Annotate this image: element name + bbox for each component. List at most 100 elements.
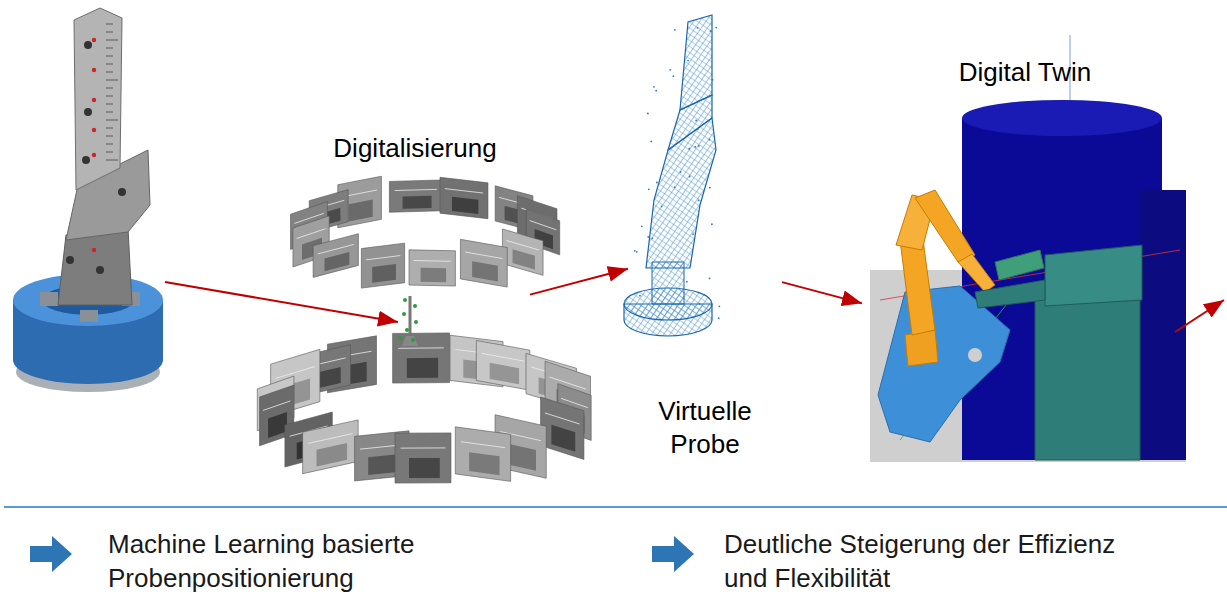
object-base (402, 336, 418, 346)
cloud-point (648, 188, 650, 190)
photo-frame (541, 397, 584, 459)
photo-detail (551, 425, 575, 452)
photo-frame (440, 177, 488, 218)
robot-link (905, 330, 938, 366)
photo-detail (401, 447, 446, 448)
cloud-point (715, 27, 717, 29)
scanned-object (398, 296, 418, 346)
camera-point (411, 338, 415, 342)
flow-arrow (1175, 300, 1224, 332)
ruler-tick (106, 136, 113, 137)
divider-line (4, 506, 1227, 508)
ruler-tick (106, 144, 113, 145)
photo-frame (389, 180, 442, 212)
photo-detail (268, 412, 287, 438)
ruler-tick (106, 64, 113, 65)
blade-hole (82, 156, 90, 164)
measuring-spindle (975, 280, 1045, 308)
camera-point (413, 304, 417, 308)
cloud-point (661, 206, 663, 208)
cloud-point (688, 148, 690, 150)
ruler-tick (106, 56, 113, 57)
marker-dot (92, 68, 96, 72)
photo-frame (502, 229, 543, 275)
ruler-tick (106, 96, 113, 97)
camera-point (403, 298, 407, 302)
cloud-point (647, 236, 649, 238)
cloud-point (694, 146, 696, 148)
photo-frame (460, 239, 507, 287)
photo-frame (361, 243, 404, 288)
photo-detail (482, 353, 525, 361)
ruler-tick (106, 80, 118, 81)
cloud-point (636, 251, 638, 253)
measuring-head (1045, 245, 1142, 306)
cloud-point (711, 223, 713, 225)
photo-detail (395, 189, 437, 190)
chuck-jaw (80, 310, 98, 322)
marker-dot (92, 98, 96, 102)
chuck-jaw (40, 292, 58, 306)
sample-photo (13, 8, 163, 392)
ruler-tick (106, 24, 113, 25)
cloud-point (672, 75, 674, 77)
node-heading: Digitalisierung (333, 132, 496, 165)
cloud-point (680, 171, 682, 173)
photo-detail (472, 261, 498, 281)
robot-base-plate (878, 286, 1010, 442)
robot-link (915, 190, 975, 262)
ruler-tick (106, 120, 118, 121)
photo-detail (409, 458, 440, 478)
cloud-point (718, 317, 720, 319)
ruler-tick (106, 48, 113, 49)
photo-detail (407, 358, 438, 378)
bullet-arrow (652, 536, 694, 572)
photo-detail (368, 454, 398, 475)
blade-hole (96, 266, 104, 274)
cloud-point (697, 128, 699, 130)
photo-detail (461, 442, 505, 448)
ruler-tick (106, 88, 113, 89)
photo-detail (414, 260, 451, 262)
photo-detail (469, 452, 499, 475)
photo-frame (455, 427, 510, 482)
marker-dot (92, 128, 96, 132)
photo-frame (409, 250, 455, 286)
marker-dot (92, 38, 96, 42)
cloud-blade-upper (680, 15, 712, 110)
photo-detail (530, 221, 557, 230)
cloud-point (699, 303, 701, 305)
node-heading: Digital Twin (959, 56, 1091, 89)
figure-node: Virtuelle Probe (628, 12, 782, 464)
blade-hole (84, 41, 92, 49)
cloud-point (674, 186, 676, 188)
cloud-point (698, 199, 700, 201)
photo-detail (465, 252, 502, 259)
photo-detail (545, 413, 580, 424)
ruler-tick (106, 72, 113, 73)
flow-arrow (530, 269, 628, 295)
cloud-point (692, 233, 694, 235)
ruler-tick (106, 104, 113, 105)
cloud-point (718, 305, 720, 307)
photo-detail (366, 256, 401, 260)
bullet-arrow (30, 536, 72, 572)
cloud-point (695, 120, 697, 122)
photo-frame (313, 234, 358, 278)
machine-cylinder-top (962, 100, 1162, 136)
photo-frame (303, 420, 359, 474)
cloud-point (687, 60, 689, 62)
photo-detail (421, 268, 447, 283)
ruler-tick (106, 152, 113, 153)
photo-detail (317, 443, 348, 466)
photo-detail (318, 244, 354, 254)
cloud-point (674, 29, 676, 31)
photo-detail (276, 366, 315, 378)
photo-detail (452, 197, 478, 214)
cloud-point (656, 182, 658, 184)
photo-detail (445, 189, 483, 193)
photo-detail (297, 229, 326, 239)
camera-point (398, 336, 402, 340)
blade-hole (118, 188, 126, 196)
probe-tool (995, 250, 1044, 280)
